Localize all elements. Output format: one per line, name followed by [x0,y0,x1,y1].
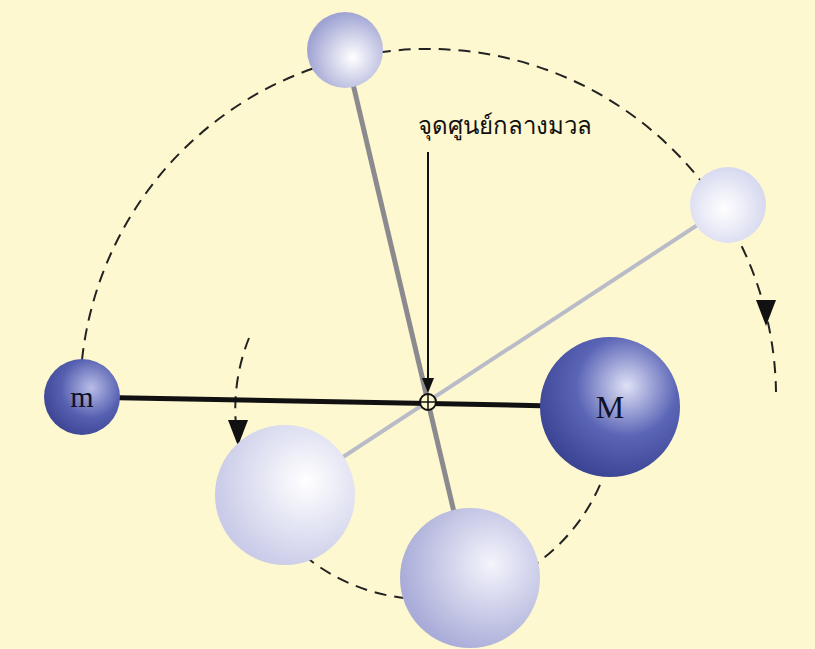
rod [119,398,541,406]
ghost-mass [690,167,766,243]
center-of-mass-marker [420,394,436,410]
rod-ghost [285,205,728,495]
center-cross [427,395,429,409]
mass-ball: m [44,359,120,435]
orbit-arrowhead [756,300,776,326]
mass-ball: M [540,337,680,477]
mass-label: M [596,391,624,423]
leader-arrowhead [422,378,434,393]
center-of-mass-label: จุดศูนย์กลางมวล [418,112,592,141]
center-of-mass [420,394,436,410]
ghost-mass [400,508,540,648]
ghost-mass [215,425,355,565]
ghost-mass [307,12,383,88]
leader-line [427,152,429,382]
mass-label: m [70,382,93,412]
orbit-path [82,49,776,392]
